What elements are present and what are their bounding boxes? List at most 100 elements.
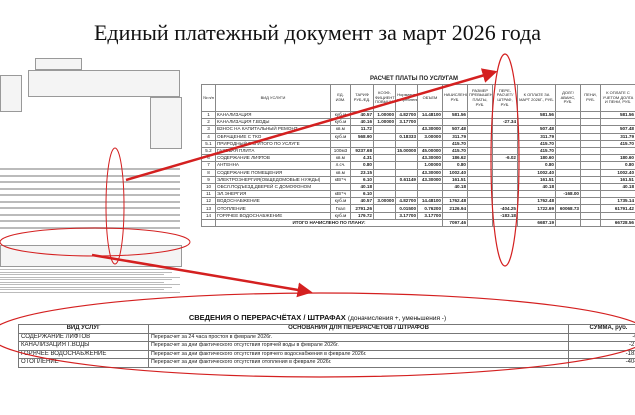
table-cell: 3.17700	[395, 118, 418, 127]
table-cell	[555, 161, 581, 170]
table-cell	[600, 146, 635, 156]
table-cell: 3.17700	[395, 211, 418, 220]
table-cell: -6.02	[492, 154, 518, 163]
table-cell: 0.80	[600, 161, 635, 170]
table-cell: 23.15	[350, 168, 374, 177]
total-cell: 6687.19	[517, 218, 556, 228]
table-cell	[395, 190, 418, 199]
table-cell	[467, 197, 493, 206]
table-cell: 13	[201, 204, 216, 213]
table-cell	[467, 175, 493, 184]
table-cell: куб.м	[330, 211, 351, 220]
table-cell: СОДЕРЖАНИЕ ЛИФТОВ	[18, 332, 149, 342]
table-cell	[580, 146, 601, 156]
table-cell	[373, 139, 396, 148]
table-cell	[492, 132, 518, 141]
table-cell	[600, 211, 635, 220]
thumb-line	[0, 274, 164, 275]
thumb-line	[0, 168, 180, 170]
table-cell	[555, 197, 581, 206]
table-cell: 568.90	[350, 132, 374, 141]
table-cell	[517, 190, 556, 199]
table-cell: 5.1	[201, 139, 216, 148]
table-cell	[373, 190, 396, 199]
table-cell	[467, 139, 493, 148]
table-cell: 3.00000	[417, 132, 443, 141]
table-cell: л.сч.	[330, 161, 351, 170]
table-cell	[395, 168, 418, 177]
table-cell	[442, 190, 468, 199]
table-cell	[373, 204, 396, 213]
table-cell	[417, 182, 443, 192]
total-cell: ИТОГО НАЧИСЛЕНО ПО ПЛАНУ:	[215, 218, 443, 228]
table-cell: ГОРЯЧЕЕ ВОДОСНАБЖЕНИЕ	[215, 211, 331, 220]
table-cell: 1.00000	[373, 118, 396, 127]
thumb-line	[0, 220, 180, 222]
table-cell: 14	[201, 211, 216, 220]
table-cell	[373, 132, 396, 141]
table-cell: 40.57	[350, 197, 374, 206]
table-cell: 14.48100	[417, 197, 443, 206]
total-cell	[201, 218, 216, 228]
column-header: К ОПЛАТЕ ЗА МАРТ 2026Г., РУБ.	[517, 84, 556, 112]
column-header: ВИД УСЛУГ	[18, 324, 149, 334]
table-cell: -27.34	[492, 118, 518, 127]
table-cell: -404.25	[568, 358, 635, 368]
column-header: № п/п	[201, 84, 216, 112]
table-cell	[555, 146, 581, 156]
table-cell: 2126.94	[442, 204, 468, 213]
table-cell: 15.00000	[395, 146, 418, 156]
total-cell	[492, 218, 518, 228]
table-cell	[373, 161, 396, 170]
table-cell	[555, 211, 581, 220]
table-cell	[395, 139, 418, 148]
table-cell	[467, 211, 493, 220]
thumb-line	[0, 226, 180, 229]
table-cell: куб.м	[330, 110, 351, 120]
column-header: ЕД. ИЗМ.	[330, 84, 351, 112]
table-cell: 9	[201, 175, 216, 184]
table-cell	[492, 175, 518, 184]
table-cell: 415.70	[517, 146, 556, 156]
table-cell	[492, 190, 518, 199]
table-cell: -404.25	[492, 204, 518, 213]
table-cell: 40.16	[350, 118, 374, 127]
table-cell: 1002.40	[442, 168, 468, 177]
column-header: ВИД УСЛУГИ	[215, 84, 331, 112]
table-cell	[492, 197, 518, 206]
table-cell	[580, 197, 601, 206]
table-cell: ОБРАЩЕНИЕ С ТКО	[215, 132, 331, 141]
table-cell: 581.56	[600, 110, 635, 120]
table-cell: 40.18	[350, 182, 374, 192]
table-cell	[555, 175, 581, 184]
table-cell: 6.10	[350, 175, 374, 184]
table-cell	[555, 154, 581, 163]
table-cell	[467, 204, 493, 213]
table-cell	[580, 168, 601, 177]
table-cell: 61791.42	[600, 204, 635, 213]
table-cell: 311.79	[517, 132, 556, 141]
table-cell: КАНАЛИЗАЦИЯ	[215, 110, 331, 120]
table-cell	[373, 175, 396, 184]
table-cell	[373, 211, 396, 220]
table-cell: 43.30000	[417, 154, 443, 163]
table-cell	[467, 168, 493, 177]
table-cell	[373, 168, 396, 177]
table-cell: 3.17700	[417, 211, 443, 220]
table-cell: ПРИРОДНЫЙ ГАЗ ИТОГО ПО УСЛУГЕ	[215, 139, 331, 148]
table-cell	[467, 146, 493, 156]
column-header: К ОПЛАТЕ С УЧЕТОМ ДОЛГА И ПЕНИ, РУБ.	[600, 84, 635, 112]
table-cell	[580, 182, 601, 192]
table-cell	[517, 211, 556, 220]
table-cell	[555, 125, 581, 134]
table-cell	[580, 204, 601, 213]
